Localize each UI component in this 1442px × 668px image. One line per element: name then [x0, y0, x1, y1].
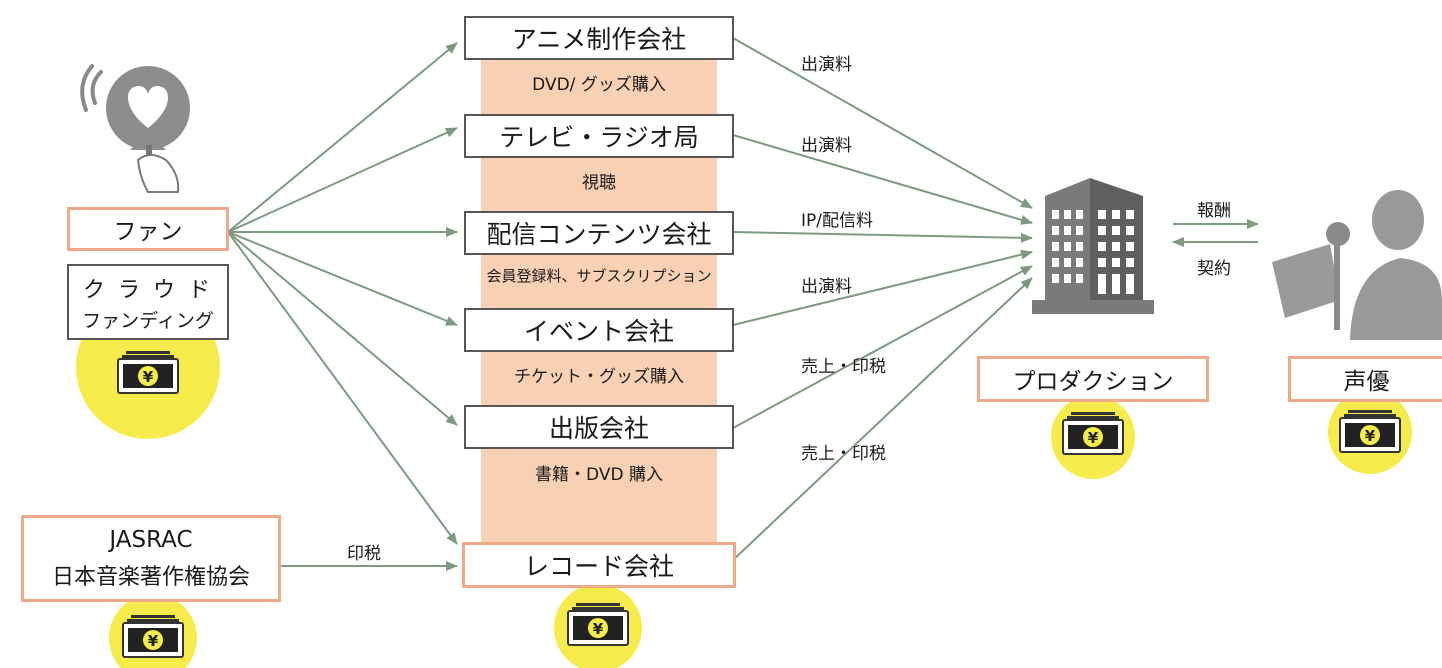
publisher-box: 出版会社: [464, 405, 734, 449]
event-purchase-label: チケット・グッズ購入: [514, 367, 684, 387]
publisher-purchase-label: 書籍・DVD 購入: [535, 465, 663, 485]
tv-purchase-label: 視聴: [582, 173, 616, 193]
content-purchase-label: 会員登録料、サブスクリプション: [486, 267, 712, 285]
record-royalty-label: 売上・印税: [801, 444, 886, 464]
content-fee-label: IP/配信料: [801, 211, 873, 231]
flow-arrows: [227, 37, 1259, 571]
jasrac-royalty-label: 印税: [347, 544, 381, 564]
production-box: プロダクション: [977, 356, 1209, 402]
coin-voice-actor: [1328, 390, 1412, 474]
anime-purchase-label: DVD/ グッズ購入: [532, 75, 666, 95]
fan-box: ファン: [67, 207, 229, 251]
reward-label: 報酬: [1197, 201, 1231, 221]
coin-record: [554, 584, 642, 668]
coin-production: [1051, 395, 1135, 479]
office-building-icon: [1032, 178, 1154, 314]
crowdfunding-box: ク ラ ウ ド ファンディング: [67, 264, 229, 340]
content-distributor-box: 配信コンテンツ会社: [464, 211, 734, 255]
coin-jasrac: [109, 594, 197, 668]
event-fee-label: 出演料: [801, 277, 852, 297]
voice-actor-box: 声優: [1288, 356, 1442, 402]
tv-radio-box: テレビ・ラジオ局: [464, 114, 734, 158]
heart-fan-icon: [80, 64, 190, 193]
anime-fee-label: 出演料: [801, 55, 852, 75]
anime-studio-box: アニメ制作会社: [464, 16, 734, 60]
record-company-box: レコード会社: [462, 542, 736, 588]
jasrac-box: JASRAC 日本音楽著作権協会: [21, 515, 281, 602]
event-company-box: イベント会社: [464, 308, 734, 352]
contract-label: 契約: [1197, 259, 1231, 279]
voice-actor-silhouette-icon: [1272, 190, 1442, 340]
tv-fee-label: 出演料: [801, 136, 852, 156]
publisher-royalty-label: 売上・印税: [801, 357, 886, 377]
